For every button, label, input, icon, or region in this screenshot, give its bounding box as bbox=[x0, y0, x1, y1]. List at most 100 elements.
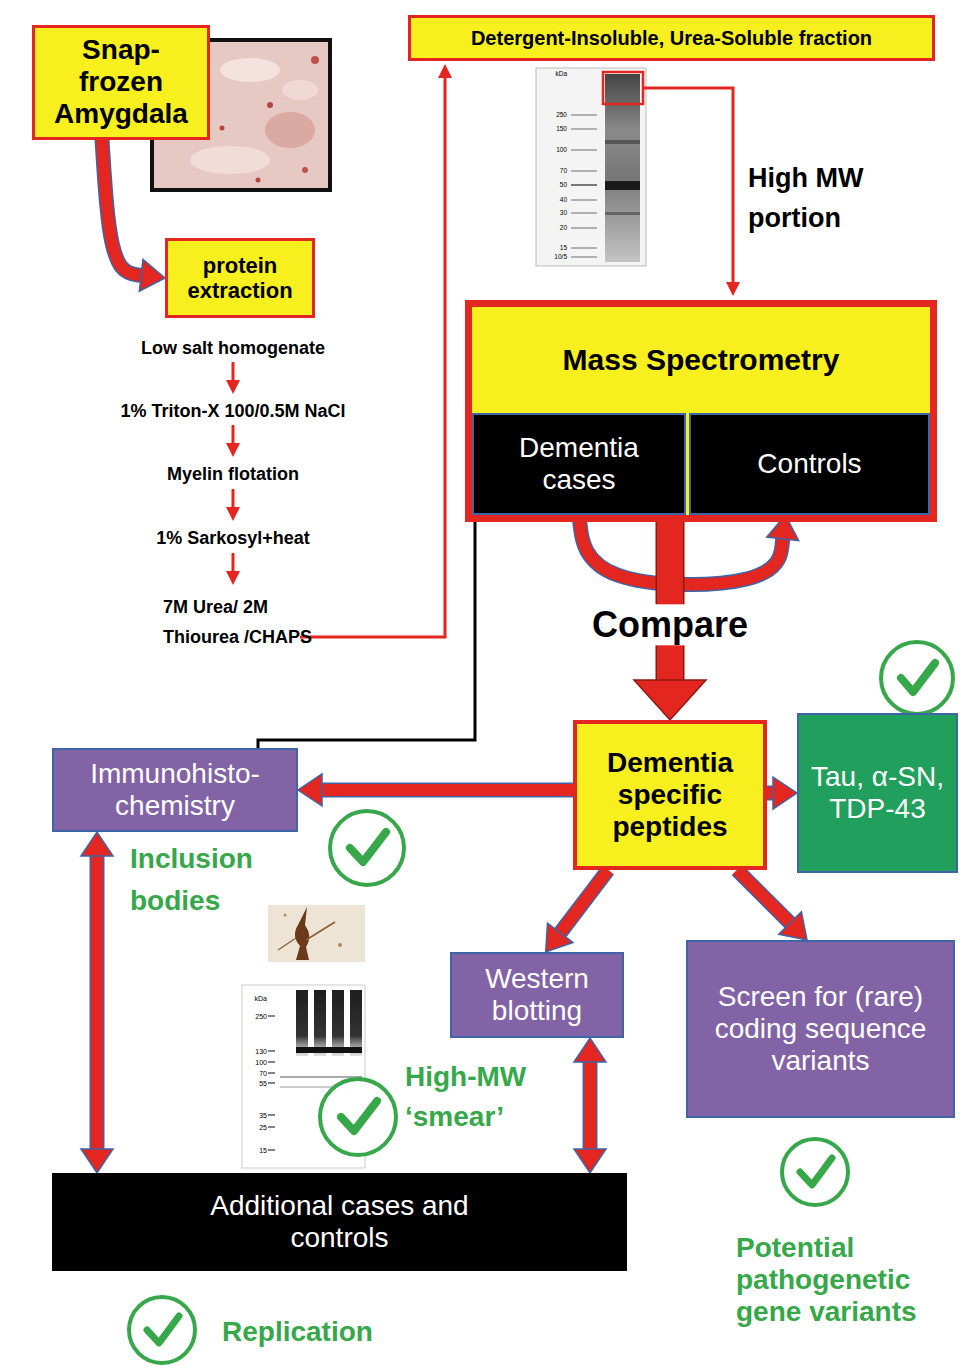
protocol-step: 1% Triton-X 100/0.5M NaCl bbox=[60, 401, 406, 422]
gel-marker: 15 bbox=[539, 244, 567, 252]
tissue-photo bbox=[190, 146, 270, 174]
node-text: Detergent-Insoluble, Urea-Soluble fracti… bbox=[471, 27, 872, 50]
ihc-image bbox=[306, 922, 335, 940]
gel-marker: 30 bbox=[539, 209, 567, 217]
connector bbox=[767, 787, 773, 799]
step-arrow bbox=[232, 489, 235, 507]
result-label: High-MW ‘smear’ bbox=[405, 1057, 555, 1137]
western-blot-image bbox=[268, 1061, 275, 1062]
western-blot-image bbox=[268, 1072, 275, 1073]
ihc-image bbox=[268, 905, 365, 962]
result-label: Potential pathogenetic gene variants bbox=[736, 1232, 948, 1329]
result-label: Inclusion bodies bbox=[130, 838, 280, 922]
node-text: Tau, α-SN, TDP-43 bbox=[809, 761, 946, 825]
ihc-image bbox=[338, 943, 342, 947]
western-blot-image bbox=[268, 1114, 275, 1115]
gel-image bbox=[571, 128, 597, 130]
western-blot-image bbox=[314, 990, 326, 1056]
gel-image bbox=[571, 199, 597, 201]
gel-marker: 130 bbox=[243, 1047, 267, 1056]
gel-image bbox=[536, 68, 646, 266]
method-box: Western blotting bbox=[450, 952, 624, 1038]
cohort-box: Additional cases and controls bbox=[52, 1173, 627, 1271]
connector-group bbox=[560, 870, 608, 933]
group-box: Controls bbox=[689, 413, 930, 515]
western-blot-image bbox=[296, 1047, 362, 1053]
process-box: protein extraction bbox=[165, 238, 315, 318]
gel-marker: 25 bbox=[243, 1123, 267, 1132]
node-text: Mass Spectrometry bbox=[472, 307, 930, 413]
method-box: Screen for (rare) coding sequence varian… bbox=[686, 940, 955, 1118]
fraction-box: Detergent-Insoluble, Urea-Soluble fracti… bbox=[408, 15, 935, 61]
block-arrow bbox=[657, 522, 683, 680]
gel-marker: 15 bbox=[243, 1146, 267, 1155]
western-blot-image bbox=[268, 1082, 275, 1083]
ihc-image bbox=[268, 905, 365, 962]
connector-group bbox=[767, 793, 773, 794]
gel-image bbox=[571, 256, 597, 258]
gel-image bbox=[605, 212, 640, 215]
gel-marker: kDa bbox=[243, 994, 267, 1003]
gel-image bbox=[571, 212, 597, 214]
gel-marker: kDa bbox=[539, 70, 567, 78]
node-text: Dementia specific peptides bbox=[587, 747, 753, 844]
gel-image bbox=[571, 184, 597, 186]
connector-outline bbox=[583, 1062, 598, 1149]
western-blot-image bbox=[296, 990, 308, 1056]
edge-label: Compare bbox=[584, 604, 756, 645]
western-blot-image bbox=[332, 990, 344, 1056]
connector bbox=[560, 870, 608, 933]
connector-group bbox=[102, 140, 141, 276]
check-mark bbox=[320, 1079, 396, 1155]
connector bbox=[102, 140, 141, 276]
gel-marker: 70 bbox=[243, 1069, 267, 1078]
connector-outline bbox=[656, 522, 685, 680]
gel-marker: 50 bbox=[539, 181, 567, 189]
ihc-image bbox=[284, 914, 287, 917]
connector-outline bbox=[560, 870, 608, 933]
connector-outline bbox=[102, 140, 141, 276]
node-text: Additional cases and controls bbox=[205, 1190, 475, 1254]
tissue-photo bbox=[302, 167, 308, 173]
protocol-step: Myelin flotation bbox=[60, 464, 406, 485]
gel-marker: 20 bbox=[539, 224, 567, 232]
connector-group bbox=[670, 522, 671, 680]
node-text: Snap-frozen Amygdala bbox=[45, 34, 197, 131]
portion-arrow bbox=[643, 88, 733, 282]
gel-marker: 150 bbox=[539, 125, 567, 133]
tissue-photo bbox=[220, 58, 280, 82]
gel-marker: 10/5 bbox=[539, 253, 567, 261]
gel-marker: 100 bbox=[243, 1058, 267, 1067]
step-arrow bbox=[232, 362, 235, 380]
connector-group bbox=[322, 790, 573, 791]
step-arrow bbox=[232, 425, 235, 443]
tissue-photo bbox=[256, 178, 261, 183]
western-blot-image bbox=[268, 1050, 275, 1051]
check-mark bbox=[800, 1158, 832, 1185]
connector bbox=[322, 784, 573, 796]
gel-image bbox=[603, 72, 643, 104]
connector-group bbox=[97, 856, 98, 1149]
protocol-step: 1% Sarkosyl+heat bbox=[60, 528, 406, 549]
protein-box: Tau, α-SN, TDP-43 bbox=[797, 713, 958, 873]
check-mark bbox=[782, 1139, 848, 1205]
connector-outline bbox=[90, 856, 105, 1149]
check-mark bbox=[881, 642, 953, 714]
check-mark bbox=[129, 1297, 195, 1363]
tissue-photo bbox=[282, 80, 318, 100]
western-blot-image bbox=[268, 1149, 275, 1150]
gel-image bbox=[571, 247, 597, 249]
gel-image bbox=[605, 74, 640, 262]
method-box: Mass SpectrometryDementia cases Controls bbox=[465, 300, 937, 522]
western-blot-image bbox=[268, 1015, 275, 1016]
node-text: Dementia cases bbox=[484, 432, 674, 496]
tissue-photo bbox=[267, 102, 273, 108]
gel-marker: 250 bbox=[539, 111, 567, 119]
protocol-step: Low salt homogenate bbox=[60, 338, 406, 359]
result-box: Dementia specific peptides bbox=[573, 720, 767, 870]
ihc-image bbox=[278, 938, 296, 950]
node-text: protein extraction bbox=[178, 253, 302, 304]
connector-group bbox=[590, 1062, 591, 1149]
node-text: Controls bbox=[757, 448, 861, 480]
